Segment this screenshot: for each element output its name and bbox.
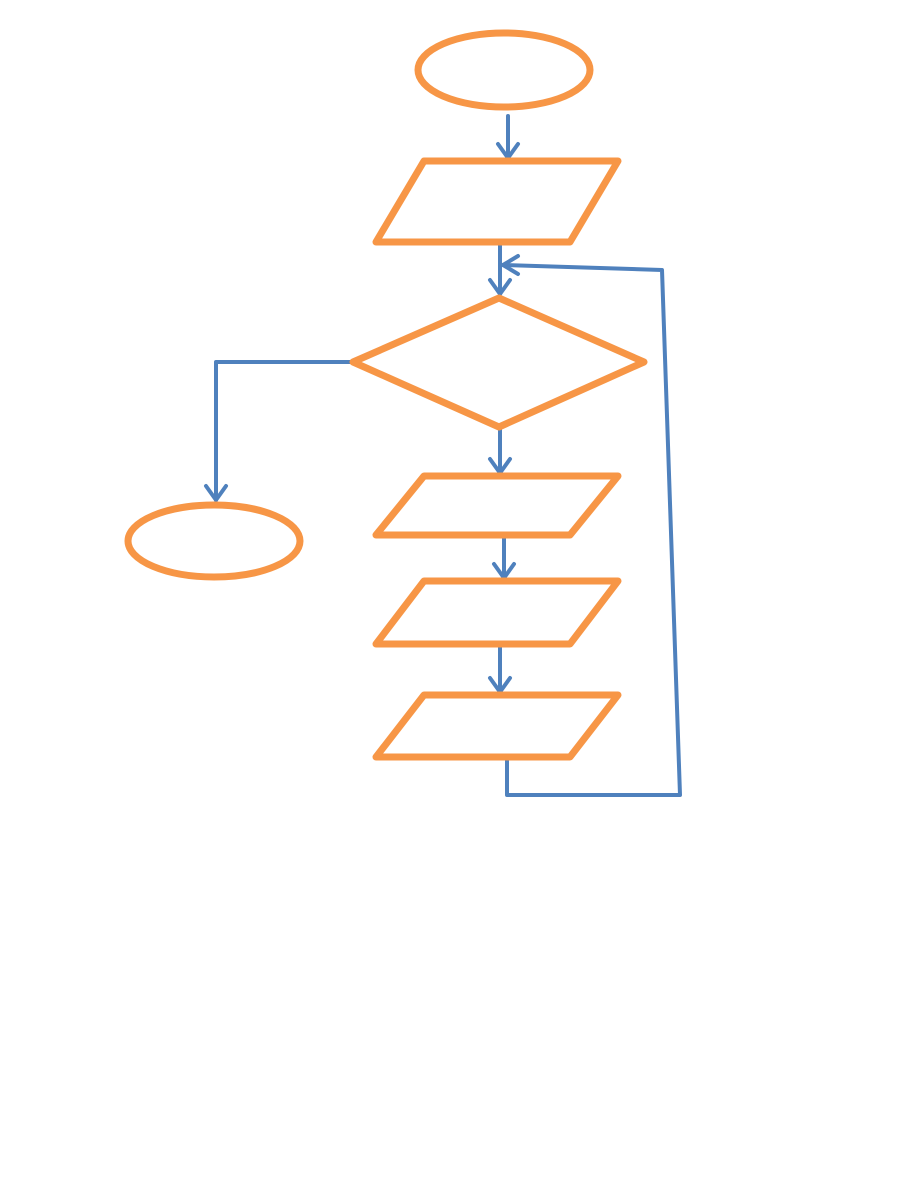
edge-input-to-condition [488, 241, 512, 296]
decision-diamond [349, 294, 648, 431]
input-parallelogram [372, 157, 622, 246]
edge-start-to-input [496, 114, 520, 160]
arrowhead-icon [501, 254, 520, 276]
arrowhead-icon [488, 278, 512, 296]
connectors [204, 114, 682, 797]
edge-step-1-to-step-2 [492, 534, 516, 580]
start-terminator [414, 29, 594, 111]
edge-condition-to-step-1 [488, 426, 512, 475]
process-parallelogram-2 [372, 577, 622, 648]
arrowhead-icon [204, 484, 228, 502]
end-terminator [124, 501, 304, 581]
edge-condition-to-end [204, 360, 354, 502]
edge-step-3-loop-back [501, 254, 682, 797]
process-parallelogram-1 [372, 472, 622, 539]
edge-step-2-to-step-3 [488, 644, 512, 694]
shapes [124, 29, 648, 761]
process-parallelogram-3 [372, 691, 622, 761]
